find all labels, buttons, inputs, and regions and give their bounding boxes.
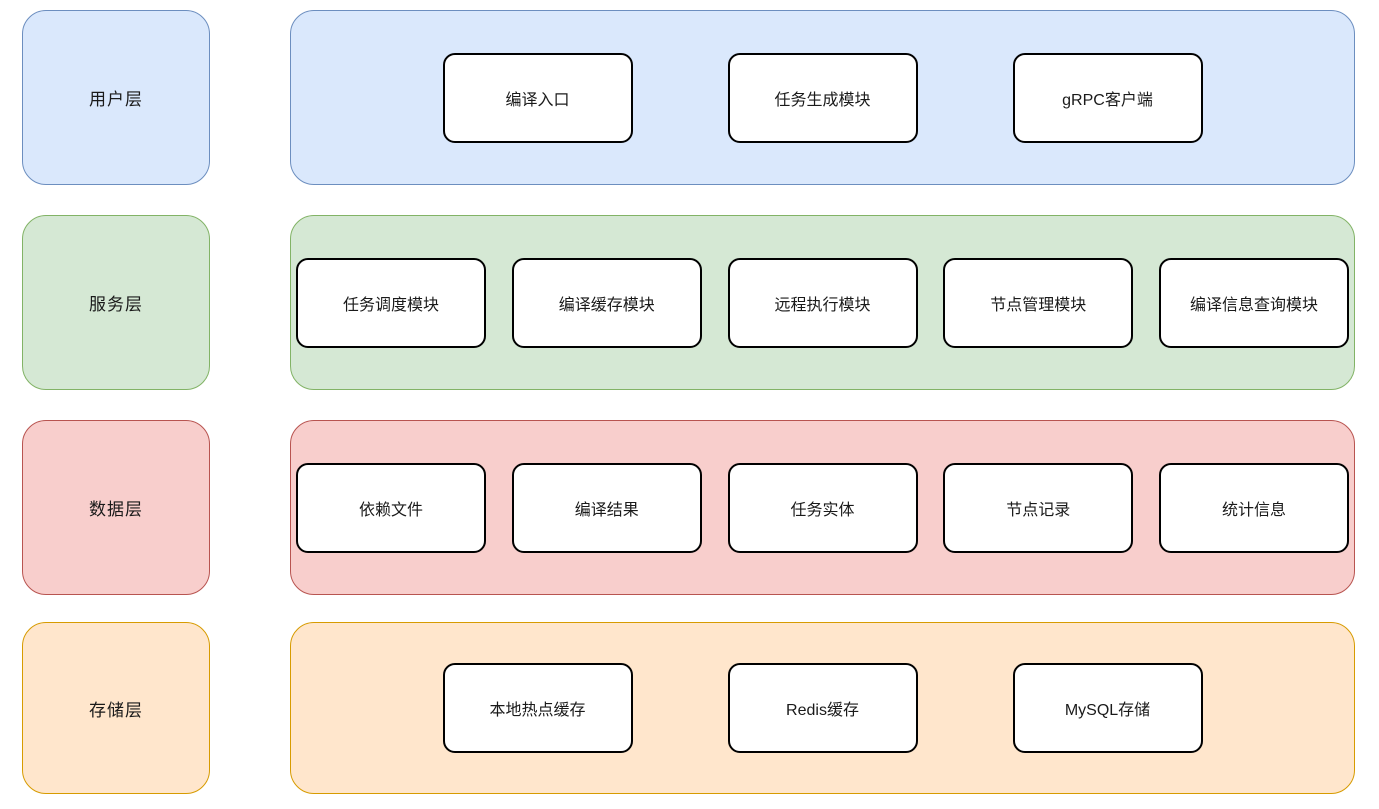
diagram-node: 统计信息 xyxy=(1159,462,1349,553)
layer-container: 任务调度模块编译缓存模块远程执行模块节点管理模块编译信息查询模块 xyxy=(290,215,1355,390)
diagram-node: 任务实体 xyxy=(727,462,918,553)
layer-container: 本地热点缓存 Redis缓存 MySQL存储 xyxy=(290,622,1355,794)
diagram-node: 编译缓存模块 xyxy=(511,257,702,348)
layer-label: 存储层 xyxy=(22,622,210,794)
diagram-node: 本地热点缓存 xyxy=(442,663,633,753)
diagram-node: Redis缓存 xyxy=(727,663,918,753)
layer-row-4: 存储层 本地热点缓存 Redis缓存 MySQL存储 xyxy=(22,622,1379,794)
diagram-node: 编译信息查询模块 xyxy=(1159,257,1349,348)
diagram-node: 编译入口 xyxy=(442,52,633,143)
layer-label: 数据层 xyxy=(22,420,210,595)
diagram-node: 节点管理模块 xyxy=(943,257,1134,348)
diagram-node: 编译结果 xyxy=(511,462,702,553)
diagram-node: 任务调度模块 xyxy=(296,257,486,348)
layer-container: 依赖文件编译结果任务实体节点记录统计信息 xyxy=(290,420,1355,595)
diagram-node: 节点记录 xyxy=(943,462,1134,553)
diagram-node: gRPC客户端 xyxy=(1012,52,1203,143)
diagram-node: 依赖文件 xyxy=(296,462,486,553)
layer-row-1: 用户层 编译入口 任务生成模块 gRPC客户端 xyxy=(22,10,1379,185)
layer-row-2: 服务层任务调度模块编译缓存模块远程执行模块节点管理模块编译信息查询模块 xyxy=(22,215,1379,390)
diagram-node: 远程执行模块 xyxy=(727,257,918,348)
diagram-node: 任务生成模块 xyxy=(727,52,918,143)
layer-row-3: 数据层依赖文件编译结果任务实体节点记录统计信息 xyxy=(22,420,1379,595)
layer-container: 编译入口 任务生成模块 gRPC客户端 xyxy=(290,10,1355,185)
layer-label: 用户层 xyxy=(22,10,210,185)
layer-label: 服务层 xyxy=(22,215,210,390)
diagram-node: MySQL存储 xyxy=(1012,663,1203,753)
